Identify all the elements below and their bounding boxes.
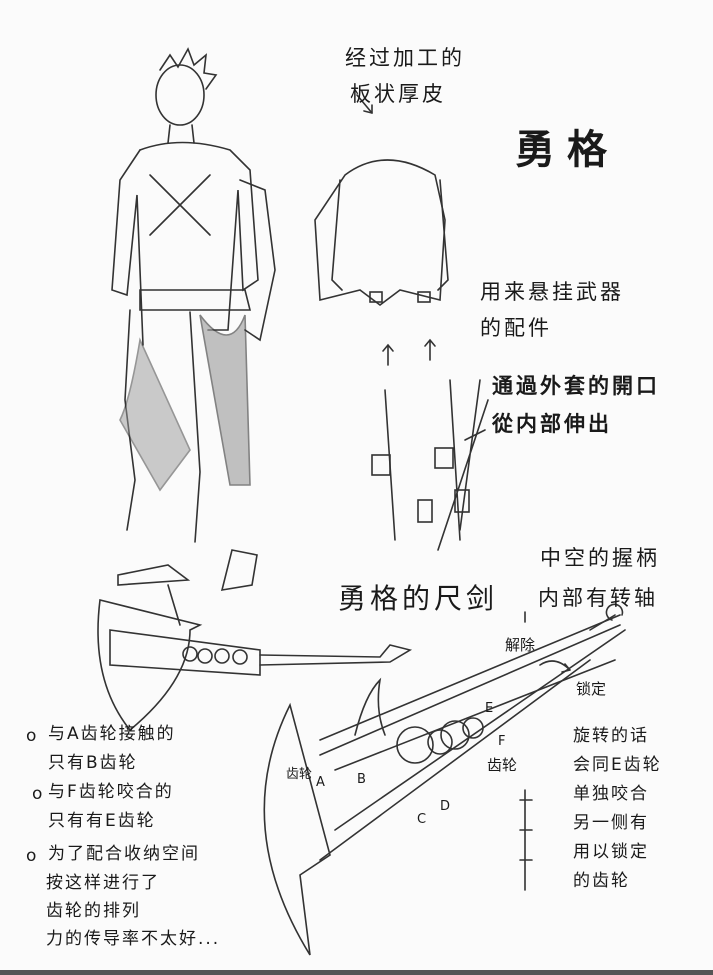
character-figure xyxy=(111,47,276,591)
leather-note-line1: 经过加工的 xyxy=(345,46,465,70)
hanger-note-line2: 的配件 xyxy=(480,316,552,340)
left-note-line: 按这样进行了 xyxy=(46,873,160,893)
grip-note-line1: 中空的握柄 xyxy=(540,546,660,570)
letter-b: B xyxy=(357,772,366,787)
left-note-line: 齿轮的排列 xyxy=(46,901,141,921)
left-note-line: 与A齿轮接触的 xyxy=(48,724,176,744)
left-note-line: 只有B齿轮 xyxy=(48,753,138,773)
release-label: 解除 xyxy=(505,636,536,654)
right-note-line: 旋转的话 xyxy=(573,726,649,746)
buckle-sketch xyxy=(371,379,489,551)
opening-note-line2: 從内部伸出 xyxy=(492,412,612,436)
leather-note-line2: 板状厚皮 xyxy=(350,82,446,106)
left-note-line: 力的传导率不太好... xyxy=(46,929,221,949)
left-note-bullet: o xyxy=(26,726,39,746)
lock-label: 锁定 xyxy=(576,680,607,698)
hanger-note-line1: 用来悬挂武器 xyxy=(480,280,624,304)
left-note-line: 与F齿轮咬合的 xyxy=(48,782,174,802)
sword-large-sketch xyxy=(263,603,626,956)
sword-small-sketch xyxy=(97,584,413,732)
gear-label-left: 齿轮 xyxy=(286,767,313,782)
left-note-line: 只有有E齿轮 xyxy=(48,811,156,831)
arrow-up-icon xyxy=(382,338,436,366)
opening-note-line1: 通過外套的開口 xyxy=(492,374,660,398)
letter-c: C xyxy=(417,812,427,827)
grip-note-line2: 内部有转轴 xyxy=(538,586,658,610)
page-title: 勇格 xyxy=(515,127,619,173)
left-note-line: 为了配合收纳空间 xyxy=(48,844,200,864)
bottom-border xyxy=(0,970,713,975)
sword-title: 勇格的尺剑 xyxy=(338,582,499,615)
right-note-line: 的齿轮 xyxy=(573,871,630,891)
left-note-bullet: o xyxy=(32,784,45,804)
right-note-line: 会同E齿轮 xyxy=(573,755,662,775)
jacket-back-sketch xyxy=(314,94,449,306)
gear-label-right: 齿轮 xyxy=(487,756,518,774)
letter-f: F xyxy=(498,734,506,749)
letter-e: E xyxy=(485,701,494,716)
left-note-bullet: o xyxy=(26,846,39,866)
letter-a: A xyxy=(316,775,325,790)
right-note-line: 另一侧有 xyxy=(573,813,649,833)
right-note-line: 用以锁定 xyxy=(573,842,649,862)
letter-d: D xyxy=(440,799,451,814)
right-note-line: 单独咬合 xyxy=(573,784,649,804)
